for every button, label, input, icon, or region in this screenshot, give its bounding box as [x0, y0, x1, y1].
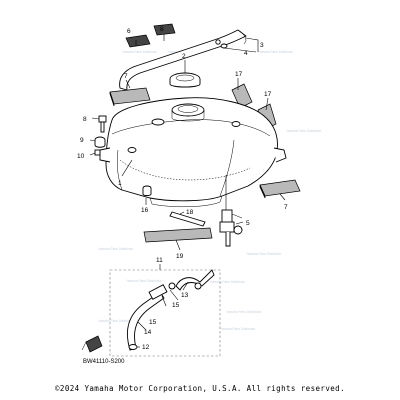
hose-kit-box-part-11	[109, 269, 221, 357]
damper-part-16[interactable]	[142, 185, 152, 196]
watermark: Yamaha Parts Distributor	[122, 50, 158, 54]
bolt-part-8[interactable]	[98, 115, 107, 133]
hose-part-18[interactable]	[169, 211, 206, 227]
pad-part-19[interactable]	[143, 227, 213, 243]
callout-17-a: 17	[235, 71, 243, 78]
hose-clip-part-4[interactable]	[220, 43, 228, 49]
hose-clip-part-12[interactable]	[128, 344, 138, 350]
fuel-tank-part-1[interactable]	[99, 97, 287, 208]
callout-15-b: 15	[149, 319, 157, 326]
watermark: Yamaha Parts Distributor	[226, 310, 262, 314]
watermark: Yamaha Parts Distributor	[220, 327, 256, 331]
leader-lines	[89, 34, 286, 348]
callout-10: 10	[77, 153, 85, 160]
diagram-code: BW41110-S200	[83, 359, 125, 365]
callout-17-b: 17	[264, 91, 272, 98]
callout-5: 5	[246, 220, 250, 227]
callout-4: 4	[244, 50, 248, 57]
pad-part-6[interactable]	[125, 34, 151, 48]
watermark: Yamaha Parts Distributor	[98, 319, 134, 323]
tank-bottom-gasket	[119, 159, 251, 181]
fuel-cap-part-2[interactable]	[169, 72, 201, 88]
callout-13: 13	[181, 292, 189, 299]
fuel-hose-part-14[interactable]	[126, 291, 165, 351]
emblem-part-7-left[interactable]	[109, 87, 151, 107]
fuel-icon	[81, 335, 103, 353]
collar-part-9[interactable]	[94, 136, 106, 148]
callout-9: 9	[80, 137, 84, 144]
emblem-part-7-right[interactable]	[259, 179, 301, 199]
callout-1: 1	[118, 180, 122, 187]
watermark: Yamaha Parts Distributor	[98, 247, 134, 251]
fuel-cock-part-5[interactable]	[219, 209, 243, 247]
watermark: Yamaha Parts Distributor	[246, 252, 282, 256]
callout-14: 14	[144, 329, 152, 336]
callout-18: 18	[186, 209, 194, 216]
pad-part-17-a[interactable]	[231, 83, 253, 109]
callout-3: 3	[260, 42, 264, 49]
grommet-part-10[interactable]	[94, 149, 101, 156]
callout-11: 11	[156, 257, 163, 264]
callout-16: 16	[141, 207, 149, 214]
callout-2: 2	[182, 53, 186, 60]
callout-8-top: 8	[160, 26, 164, 33]
breather-hose-part-3[interactable]	[119, 29, 247, 91]
watermark: Yamaha Parts Distributor	[286, 129, 322, 133]
callout-12: 12	[142, 344, 150, 351]
callout-labels: 6 8 3 4 2 7 17 17 8 9 10 1 16 5 7 18 19 …	[77, 26, 288, 351]
watermark: Yamaha Parts Distributor	[258, 50, 294, 54]
callout-15-a: 15	[172, 302, 180, 309]
fuel-hose-part-13[interactable]	[175, 269, 215, 291]
watermark: Yamaha Parts Distributor	[210, 280, 246, 284]
callout-7-right: 7	[284, 204, 288, 211]
watermark: Yamaha Parts Distributor	[126, 279, 162, 283]
pad-part-8-top[interactable]	[153, 23, 176, 36]
callout-7-top: 7	[124, 73, 128, 80]
callout-8: 8	[83, 116, 87, 123]
callout-6: 6	[127, 28, 131, 35]
hose-clip-part-12-b[interactable]	[194, 282, 202, 290]
copyright-text: ©2024 Yamaha Motor Corporation, U.S.A. A…	[54, 384, 345, 393]
callout-19: 19	[176, 253, 184, 260]
fuel-filter-part-15[interactable]	[148, 282, 176, 300]
